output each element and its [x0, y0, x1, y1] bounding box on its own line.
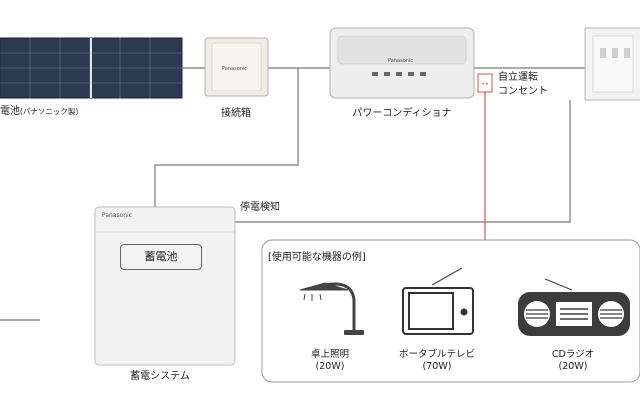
wiring-lines	[0, 67, 585, 321]
portable-tv-icon	[402, 267, 474, 335]
solar-panel-label: 電池(パナソニック製)	[0, 106, 79, 117]
junction-box-brand: Panasonic	[222, 66, 248, 72]
device-name-portable-tv: ポータブルテレビ	[398, 349, 476, 360]
svg-text:••: ••	[481, 81, 488, 88]
outage-detection-label: 停電検知	[240, 202, 280, 213]
storage-system-label: 蓄電システム	[130, 371, 190, 382]
device-name-cd-radio: CDラジオ	[551, 349, 595, 360]
self-outlet-label-line2: コンセント	[498, 86, 548, 97]
desk-lamp-icon	[299, 282, 364, 335]
power-conditioner-brand: Panasonic	[388, 58, 414, 64]
device-watts-portable-tv: (70W)	[422, 361, 452, 372]
battery-chip: 蓄電池	[120, 244, 202, 270]
junction-box-label: 接続箱	[221, 108, 251, 119]
cd-radio-icon	[518, 278, 630, 336]
power-conditioner-device	[329, 27, 475, 99]
examples-title: [使用可能な機器の例]	[268, 252, 366, 263]
power-conditioner-label: パワーコンディショナ	[352, 108, 452, 119]
device-watts-desk-lamp: (20W)	[315, 361, 345, 372]
storage-system-brand: Panasonic	[102, 212, 133, 219]
distribution-board	[584, 27, 640, 101]
junction-box-device	[204, 37, 269, 97]
solar-panel	[0, 37, 183, 99]
device-name-desk-lamp: 卓上照明	[310, 349, 350, 360]
storage-system-device	[94, 206, 236, 366]
self-outlet-label-line1: 自立運転	[498, 72, 538, 83]
outlet-icon	[477, 73, 493, 93]
solar-panel-sublabel: (パナソニック製)	[20, 107, 79, 116]
device-watts-cd-radio: (20W)	[558, 361, 588, 372]
